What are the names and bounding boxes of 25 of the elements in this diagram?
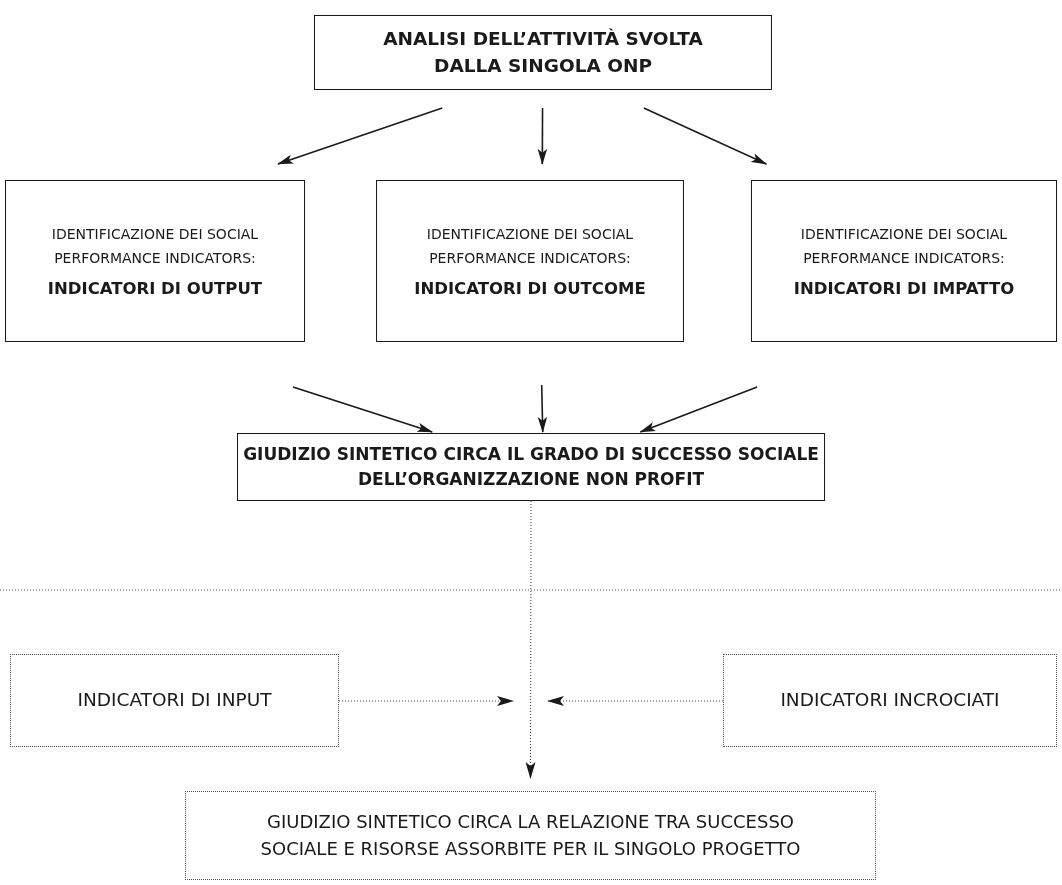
text-box <box>185 791 876 880</box>
text-box <box>5 180 305 342</box>
box-heading: INDICATORI DI OUTPUT <box>47 277 263 300</box>
box-text: IDENTIFICAZIONE DEI SOCIAL PERFORMANCE INDICATORS: <box>425 224 635 269</box>
box-text: GIUDIZIO SINTETICO CIRCA IL GRADO DI SUCCESSO SOCIALE DELL’ORGANIZZAZIONE NON PROFIT <box>242 443 820 491</box>
arrow <box>277 107 444 165</box>
box-text: GIUDIZIO SINTETICO CIRCA LA RELAZIONE TRA SUCCESSO SOCIALE E RISORSE ASSORBITE PER IL SINGOLO PROGETTO <box>259 810 802 861</box>
text-box <box>10 654 339 747</box>
box-text: IDENTIFICAZIONE DEI SOCIAL PERFORMANCE INDICATORS: <box>799 224 1009 269</box>
box-text: INDICATORI INCROCIATI <box>780 688 1000 713</box>
box-heading: INDICATORI DI OUTCOME <box>414 277 646 300</box>
arrow <box>642 107 768 165</box>
box-text: ANALISI DELL’ATTIVITÀ SVOLTA DALLA SINGOLA ONP <box>382 26 704 78</box>
arrow <box>537 107 548 165</box>
box-heading: INDICATORI DI IMPATTO <box>793 277 1015 300</box>
text-box <box>751 180 1057 342</box>
box-text: IDENTIFICAZIONE DEI SOCIAL PERFORMANCE INDICATORS: <box>50 224 260 269</box>
text-box <box>314 15 772 90</box>
text-box <box>723 654 1057 747</box>
arrow <box>537 384 548 433</box>
text-box <box>376 180 684 342</box>
box-text: INDICATORI DI INPUT <box>77 688 272 713</box>
text-box <box>237 433 825 501</box>
arrow <box>292 386 434 433</box>
arrow <box>639 386 758 433</box>
